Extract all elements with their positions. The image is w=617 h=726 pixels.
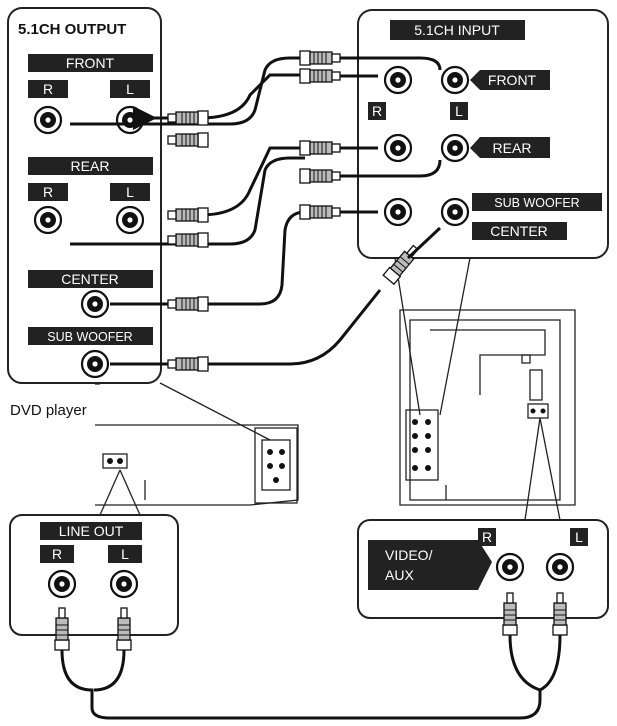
output-rear-r-jack-icon bbox=[33, 205, 63, 235]
output-rear-l-label: L bbox=[126, 184, 134, 200]
line-out-l-jack-icon bbox=[109, 569, 139, 599]
output-front-label: FRONT bbox=[66, 55, 115, 71]
dvd-player-body: DVD player bbox=[10, 402, 299, 506]
video-aux-l-label: L bbox=[575, 529, 583, 545]
input-front-l-jack-icon bbox=[440, 65, 470, 95]
input-rear-r-jack-icon bbox=[383, 133, 413, 163]
output-rear-l-jack-icon bbox=[115, 205, 145, 235]
output-center-jack-icon bbox=[80, 289, 110, 319]
video-aux-r-jack-icon bbox=[495, 552, 525, 582]
cable-subwoofer bbox=[110, 226, 442, 372]
output-panel: 5.1CH OUTPUT FRONT R L REAR R L CENTER S… bbox=[7, 7, 162, 384]
video-aux-r-label: R bbox=[482, 529, 492, 545]
receiver-unit-body bbox=[399, 309, 576, 506]
cable-rear bbox=[70, 140, 442, 248]
output-rear-r-label: R bbox=[43, 184, 53, 200]
cable-line-out-to-aux bbox=[54, 592, 568, 720]
input-r-label: R bbox=[372, 103, 382, 119]
output-subwoofer-jack-icon bbox=[80, 349, 110, 379]
cable-front bbox=[70, 50, 442, 148]
input-subwoofer-jack-icon bbox=[383, 197, 413, 227]
video-aux-panel: VIDEO/ AUX R L bbox=[357, 519, 609, 619]
input-callout-line-b bbox=[439, 257, 471, 416]
video-aux-title-line2: AUX bbox=[385, 567, 414, 583]
video-aux-title-line1: VIDEO/ bbox=[385, 547, 433, 563]
input-rear-label: REAR bbox=[493, 140, 532, 156]
line-out-r-jack-icon bbox=[47, 569, 77, 599]
output-rear-label: REAR bbox=[71, 158, 110, 174]
output-front-l-jack-icon bbox=[115, 105, 145, 135]
line-out-r-label: R bbox=[52, 546, 62, 562]
input-front-label: FRONT bbox=[488, 72, 537, 88]
input-rear-l-jack-icon bbox=[440, 133, 470, 163]
output-front-r-label: R bbox=[43, 81, 53, 97]
output-center-label: CENTER bbox=[61, 271, 119, 287]
output-panel-title: 5.1CH OUTPUT bbox=[18, 21, 126, 38]
input-subwoofer-label: SUB WOOFER bbox=[494, 196, 579, 210]
output-subwoofer-label: SUB WOOFER bbox=[47, 330, 132, 344]
input-callout-line-a bbox=[394, 257, 421, 416]
dvd-player-label: DVD player bbox=[10, 402, 87, 419]
input-panel-title: 5.1CH INPUT bbox=[414, 22, 500, 38]
input-center-label: CENTER bbox=[490, 223, 548, 239]
output-callout-line bbox=[159, 382, 271, 441]
cable-center bbox=[110, 204, 378, 312]
video-aux-l-jack-icon bbox=[545, 552, 575, 582]
output-front-l-label: L bbox=[126, 81, 134, 97]
input-center-jack-icon bbox=[440, 197, 470, 227]
input-panel: 5.1CH INPUT FRONT R L REAR SUB WOOFER CE… bbox=[357, 9, 609, 259]
line-out-l-label: L bbox=[121, 546, 129, 562]
line-out-panel: LINE OUT R L bbox=[9, 514, 179, 636]
input-l-label: L bbox=[455, 103, 463, 119]
input-front-r-jack-icon bbox=[383, 65, 413, 95]
output-front-r-jack-icon bbox=[33, 105, 63, 135]
line-out-title: LINE OUT bbox=[59, 523, 124, 539]
